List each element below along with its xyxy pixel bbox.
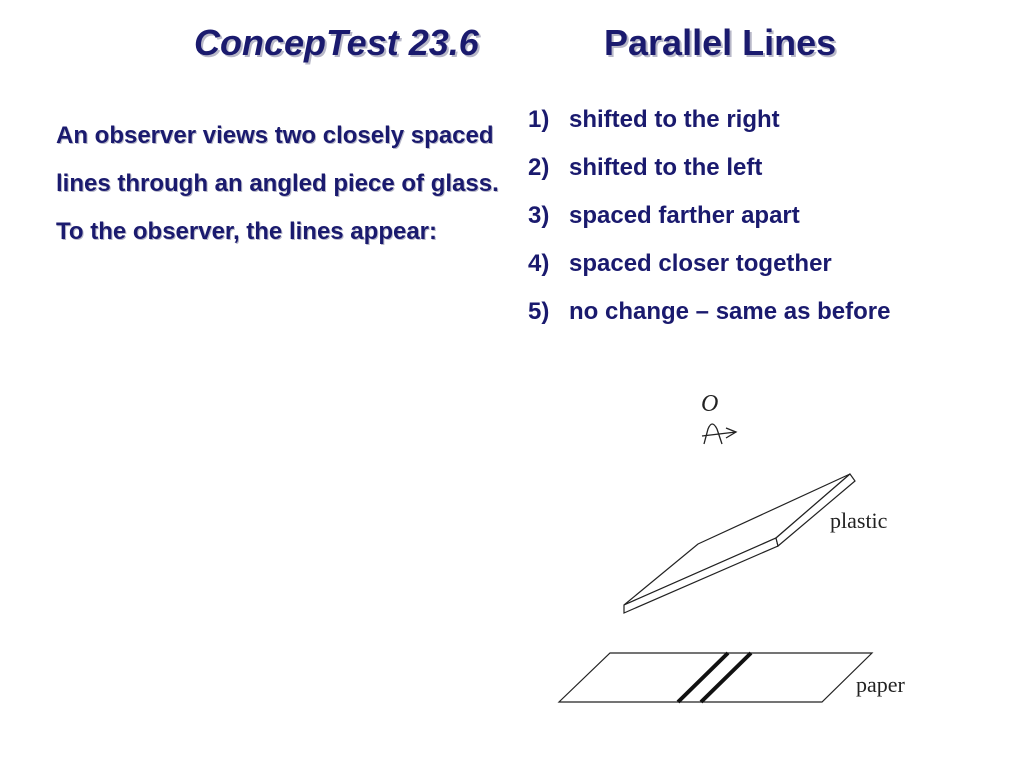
answer-list: 1) shifted to the right 2) shifted to th… bbox=[528, 96, 1008, 336]
answer-number: 2) bbox=[528, 154, 550, 181]
answer-number: 3) bbox=[528, 202, 550, 229]
answer-text: spaced closer together bbox=[569, 250, 832, 277]
answer-option-1: 1) shifted to the right bbox=[528, 96, 1008, 144]
answer-option-5: 5) no change – same as before bbox=[528, 288, 1008, 336]
plastic-top-face bbox=[623, 473, 851, 606]
answer-number: 1) bbox=[528, 106, 550, 133]
concept-test-number: ConcepTest 23.6 bbox=[194, 22, 479, 63]
slide-title: ConcepTest 23.6 Parallel Lines bbox=[0, 22, 1024, 72]
answer-text: shifted to the left bbox=[569, 154, 763, 181]
parallel-line-1 bbox=[676, 651, 730, 704]
glass-diagram: O plastic paper bbox=[557, 391, 906, 704]
paper-outline bbox=[557, 652, 874, 703]
plastic-label: plastic bbox=[830, 508, 888, 533]
answer-text: shifted to the right bbox=[569, 106, 780, 133]
observer-figure: O bbox=[701, 391, 738, 445]
observer-label: O bbox=[701, 391, 718, 417]
sight-arrow bbox=[725, 427, 738, 439]
plastic-sheet bbox=[623, 473, 856, 614]
answer-number: 5) bbox=[528, 298, 550, 325]
question-text: An observer views two closely spaced lin… bbox=[56, 122, 499, 245]
paper-label: paper bbox=[856, 672, 906, 697]
eye-icon bbox=[703, 423, 723, 445]
paper-sheet bbox=[557, 651, 874, 704]
answer-option-4: 4) spaced closer together bbox=[528, 240, 1008, 288]
parallel-line-2 bbox=[699, 651, 753, 704]
answer-text: no change – same as before bbox=[569, 298, 891, 325]
slide-topic: Parallel Lines bbox=[604, 22, 837, 63]
answer-text: spaced farther apart bbox=[569, 202, 800, 229]
answer-number: 4) bbox=[528, 250, 550, 277]
plastic-side-edge bbox=[775, 473, 856, 548]
answer-option-3: 3) spaced farther apart bbox=[528, 192, 1008, 240]
answer-option-2: 2) shifted to the left bbox=[528, 144, 1008, 192]
sight-line bbox=[701, 431, 737, 437]
